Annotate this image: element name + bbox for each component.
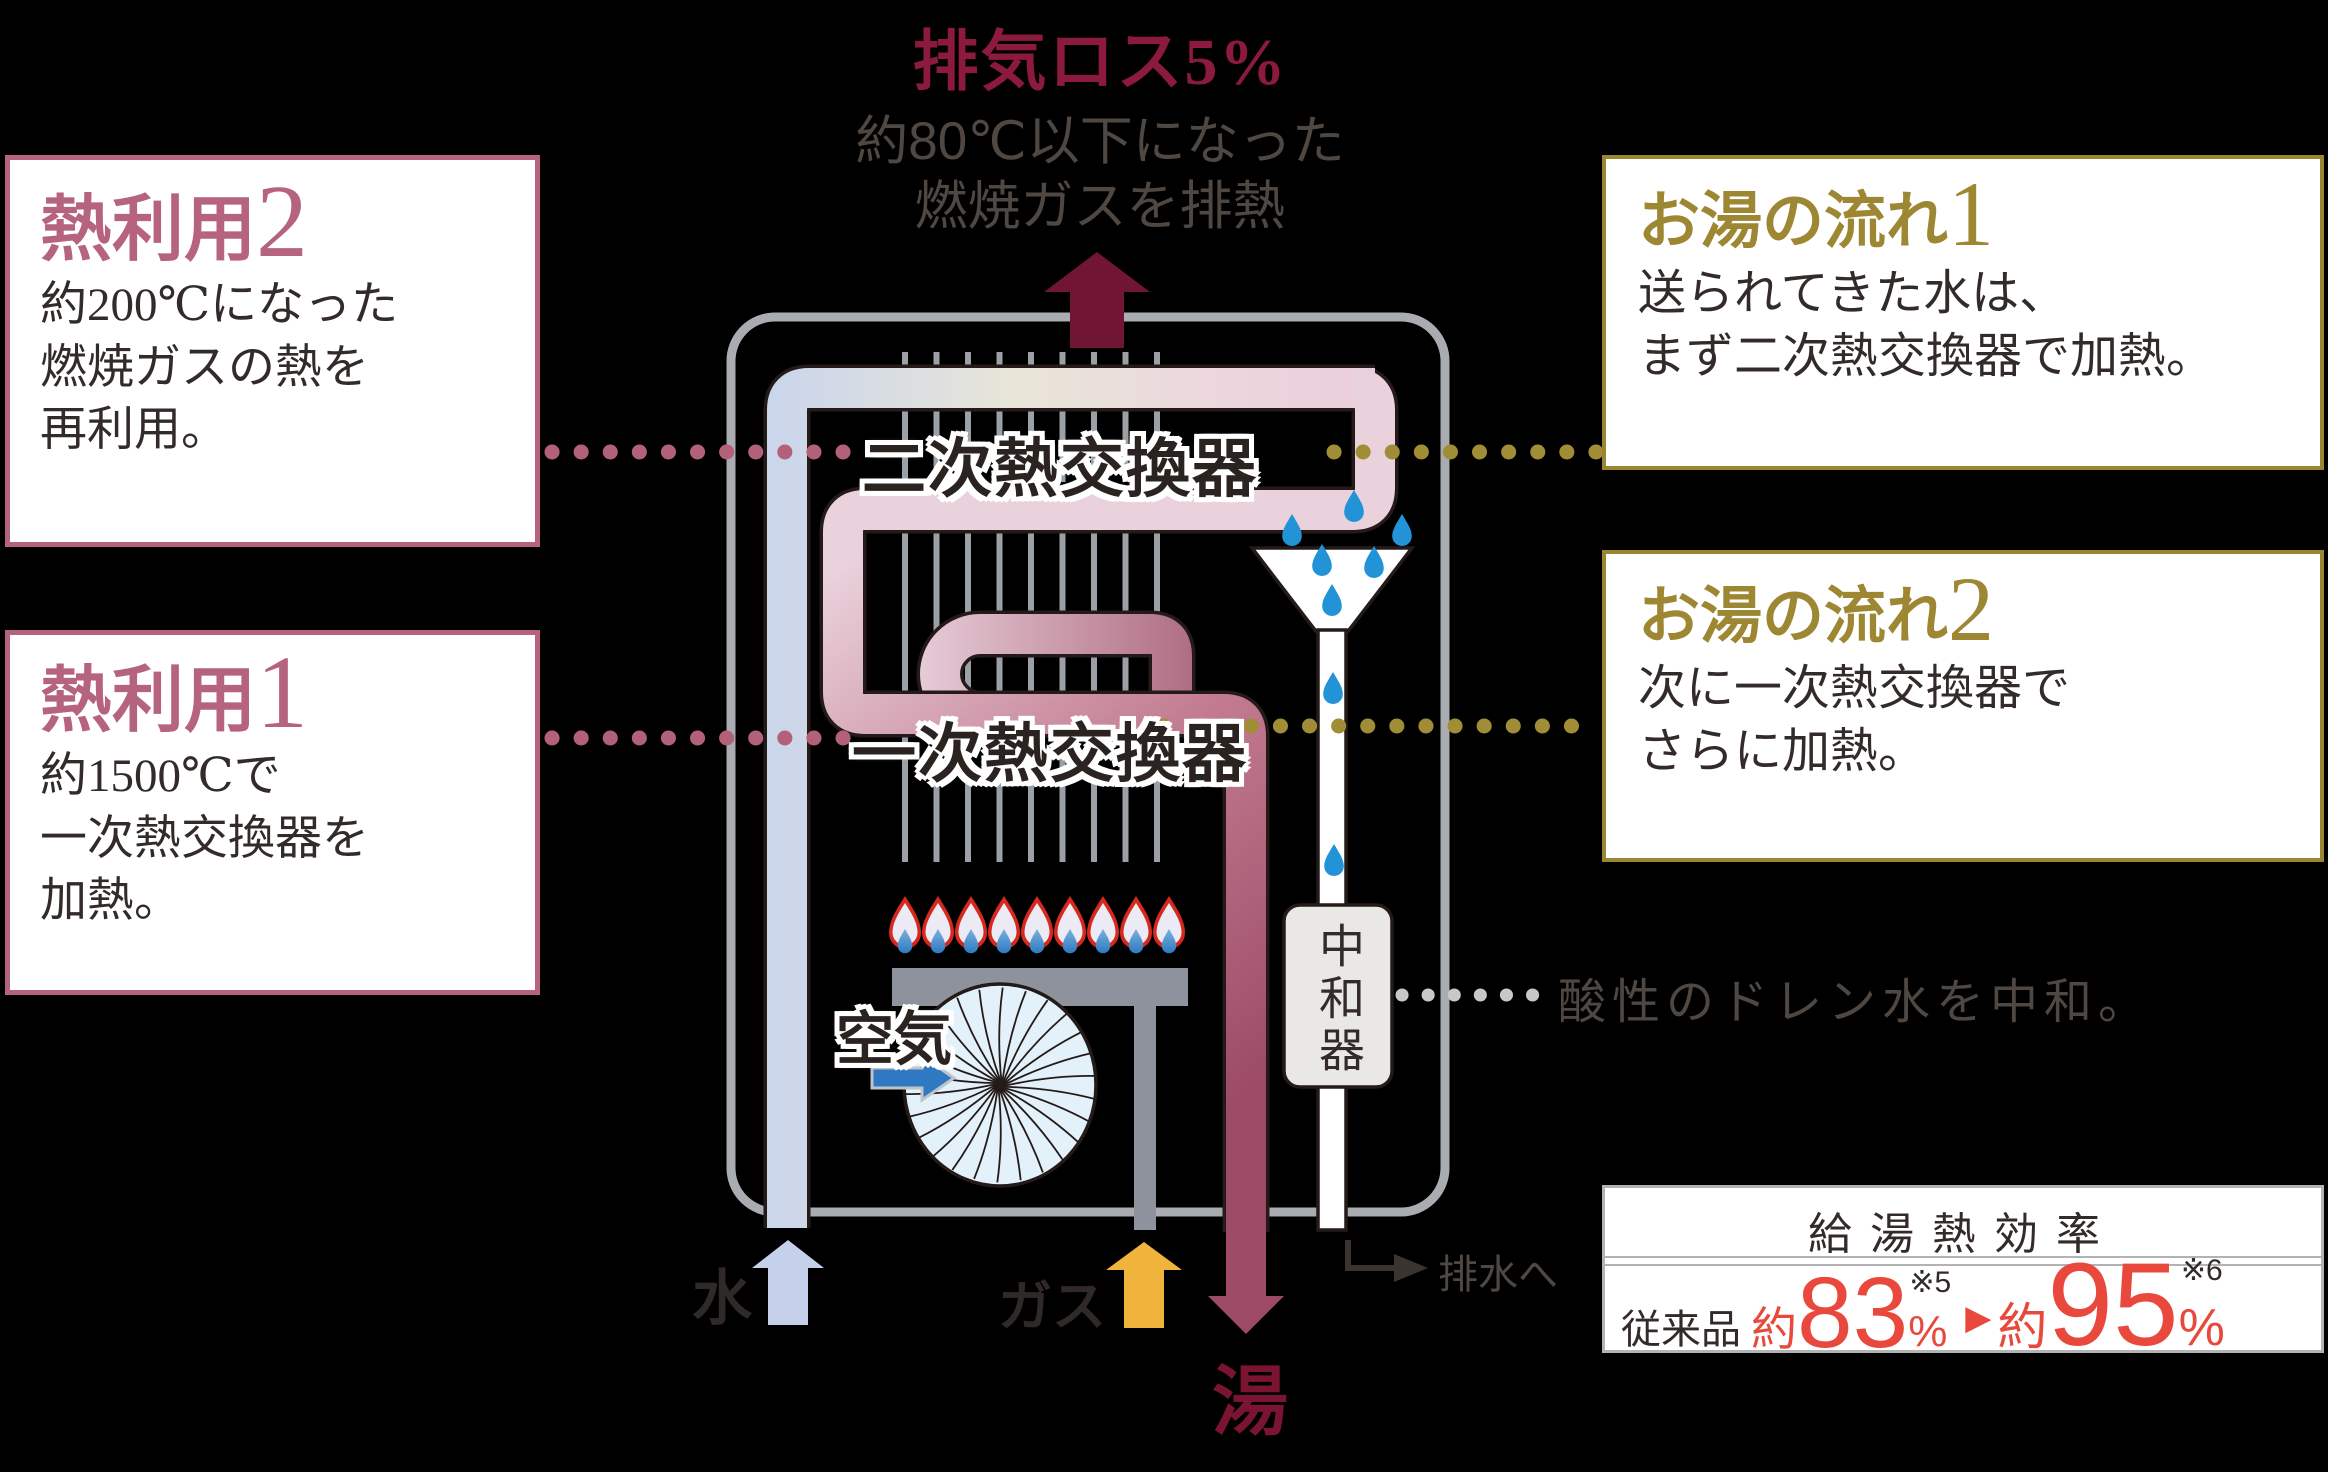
exhaust-arrow <box>1044 252 1150 348</box>
dotted-leader-lines <box>544 444 1604 1002</box>
heat-use-1-title: 熱利用 <box>40 661 257 742</box>
hot-water-flow-2-box: お湯の流れ 2 次に一次熱交換器で さらに加熱。 <box>1602 550 2324 862</box>
v2-prefix: 約 <box>1997 1299 2048 1355</box>
air-arrow <box>870 1053 957 1103</box>
v2-value: 95 <box>2047 1238 2179 1371</box>
water-in-label: 水 <box>692 1266 752 1332</box>
flow-1-number: 1 <box>1948 163 1995 265</box>
v1-note: ※5 <box>1909 1266 1952 1299</box>
flow-2-number: 2 <box>1948 558 1995 660</box>
secondary-hx-label: 二次熱交換器 <box>862 433 1258 505</box>
condensate-funnel <box>1248 546 1416 1232</box>
heat-use-2-body: 約200℃になった 燃焼ガスの熱を 再利用。 <box>40 279 399 457</box>
secondary-hx-pipe <box>763 364 1399 1228</box>
v1-value: 83 <box>1797 1257 1909 1369</box>
neutralizer-label: 中和器 <box>1313 922 1365 1078</box>
neutralizer-box <box>1282 903 1394 1089</box>
hot-water-out-label: 湯 <box>1212 1361 1288 1445</box>
burner-flames <box>889 896 1185 954</box>
v1-prefix: 約 <box>1751 1302 1797 1355</box>
primary-hx-label: 一次熱交換器 <box>852 718 1248 790</box>
drain-arrow <box>1345 1240 1428 1282</box>
exhaust-line2: 燃焼ガスを排熱 <box>914 176 1286 236</box>
efficiency-header: 給湯熱効率 <box>1808 1210 2118 1259</box>
water-in-arrow <box>752 1240 824 1325</box>
v1-unit: % <box>1908 1307 1948 1357</box>
efficiency-box: 給湯熱効率 従来品 約 83 % ※5 ▶ 約 95 % ※6 <box>1602 1185 2324 1364</box>
drain-label: 排水へ <box>1438 1252 1558 1297</box>
heat-use-2-box: 熱利用 2 約200℃になった 燃焼ガスの熱を 再利用。 <box>5 155 540 547</box>
hot-water-flow-1-box: お湯の流れ 1 送られてきた水は、 まず二次熱交換器で加熱。 <box>1602 155 2324 470</box>
flow-1-title: お湯の流れ <box>1638 188 1949 257</box>
efficiency-conventional: 従来品 <box>1621 1308 1741 1352</box>
neutralizer-note: 酸性のドレン水を中和。 <box>1558 976 2153 1029</box>
heat-use-1-number: 1 <box>256 635 309 750</box>
heat-use-1-box: 熱利用 1 約1500℃で 一次熱交換器を 加熱。 <box>5 630 540 995</box>
exhaust-heading: 排気ロス5% 約80℃以下になった 燃焼ガスを排熱 <box>790 8 1410 239</box>
heat-use-1-body: 約1500℃で 一次熱交換器を 加熱。 <box>40 750 369 928</box>
efficiency-divider <box>1605 1256 2321 1266</box>
heat-use-2-title: 熱利用 <box>40 190 257 271</box>
upgrade-arrow-icon: ▶ <box>1965 1299 1992 1338</box>
hot-water-out-arrow <box>1208 1230 1284 1334</box>
v2-unit: % <box>2178 1299 2225 1358</box>
v2-note: ※6 <box>2180 1254 2223 1287</box>
heat-use-2-number: 2 <box>256 164 309 279</box>
gas-in-label: ガス <box>998 1277 1106 1337</box>
flow-1-body: 送られてきた水は、 まず二次熱交換器で加熱。 <box>1638 267 2215 383</box>
exhaust-line1: 約80℃以下になった <box>855 112 1345 171</box>
exhaust-title: 排気ロス5% <box>912 26 1288 99</box>
gas-in-arrow <box>1106 1242 1182 1328</box>
flow-2-title: お湯の流れ <box>1638 583 1949 652</box>
air-label: 空気 <box>836 1007 953 1072</box>
flow-2-body: 次に一次熱交換器で さらに加熱。 <box>1638 662 2071 778</box>
